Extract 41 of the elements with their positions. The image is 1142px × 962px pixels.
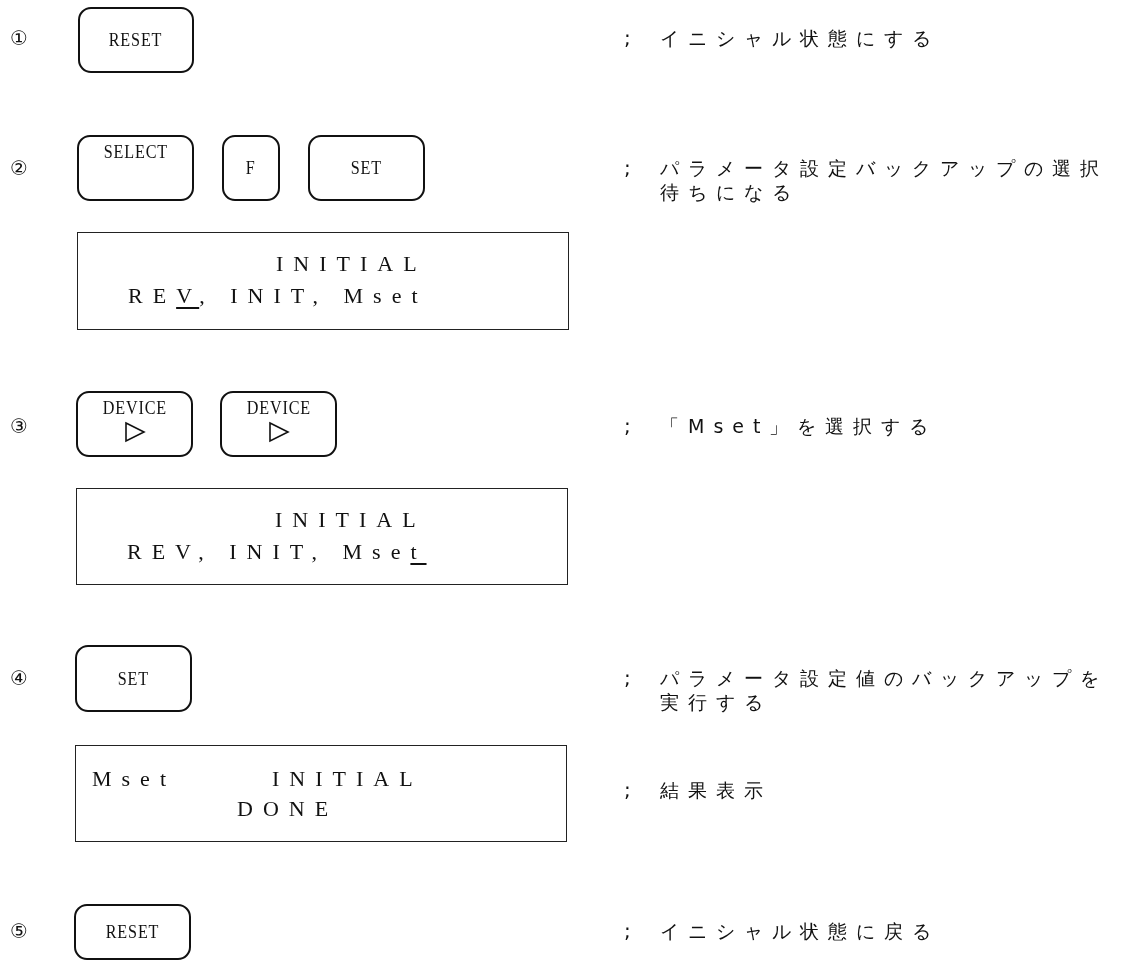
step-number: ④ [10,666,28,690]
separator: ; [624,414,631,438]
display-text: Mset [92,766,176,792]
key-button [78,7,194,73]
separator: ; [624,666,631,690]
separator: ; [624,26,631,50]
display-text: INITIAL [276,251,427,277]
display-text: INITIAL [272,766,423,792]
lcd-display [77,232,569,330]
key-label: RESET [109,29,163,51]
description-text: パラメータ設定値のバックアップを実行する [660,666,1109,714]
key-label: SET [117,667,150,690]
description-text: イニシャル状態に戻る [660,919,941,943]
key-button [220,391,337,457]
display-text: DONE [237,796,339,822]
separator: ; [624,778,631,802]
description-text: 「Mset」を選択する [660,414,939,438]
display-text: INITIAL [275,507,426,533]
key-button [222,135,280,201]
key-button [77,135,194,201]
description-text: 結果表示 [660,778,773,802]
step-number: ③ [10,414,28,438]
separator: ; [624,919,631,943]
step-number: ① [10,26,28,50]
lcd-display [76,488,568,585]
key-label: SELECT [103,141,168,163]
key-button [74,904,191,960]
lcd-display [75,745,567,842]
key-label: F [246,157,256,179]
key-button [76,391,193,457]
key-label: DEVICE [102,397,167,419]
description-text: パラメータ設定バックアップの選択待ちになる [660,156,1109,204]
key-button [75,645,192,712]
key-label: RESET [105,921,160,943]
step-number: ⑤ [10,919,28,943]
description-text: イニシャル状態にする [660,26,941,50]
separator: ; [624,156,631,180]
key-button [308,135,425,201]
key-label: SET [350,157,383,179]
key-label: DEVICE [246,397,311,419]
step-number: ② [10,156,28,180]
